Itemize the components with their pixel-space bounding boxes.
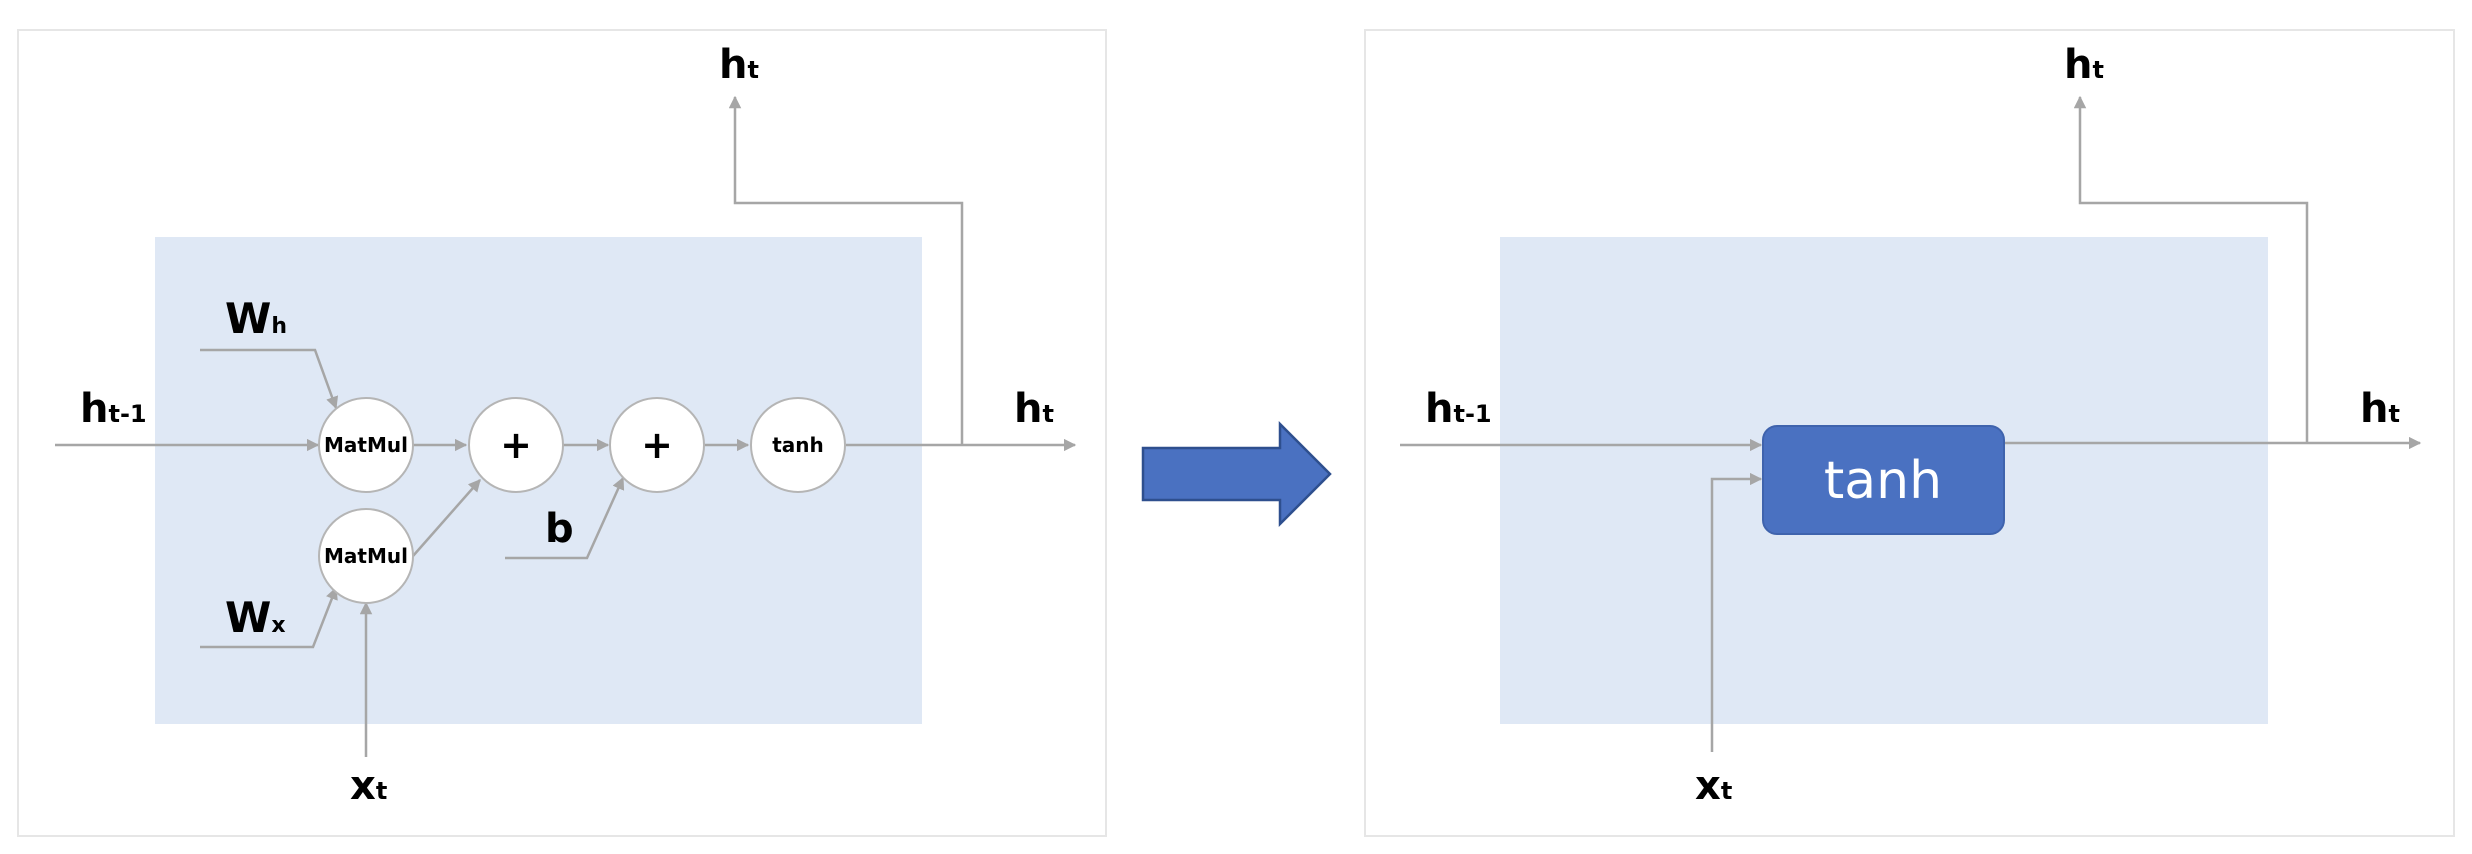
matmul-node-top: MatMul — [318, 397, 414, 493]
add-label-1: + — [500, 423, 532, 467]
tanh-block: tanh — [1762, 425, 2005, 535]
matmul-label-top: MatMul — [324, 433, 408, 457]
wire-wh-to-matmul — [200, 348, 339, 410]
matmul-node-bottom: MatMul — [318, 508, 414, 604]
label-h-t-right-right: ht — [2360, 386, 2400, 432]
left-panel: MatMul MatMul + + tanh ht-1 Wh Wx b xt h… — [17, 29, 1107, 837]
tanh-block-label: tanh — [1824, 451, 1942, 511]
label-x-t-right: xt — [1695, 763, 1732, 809]
label-w-x: Wx — [225, 593, 286, 642]
tanh-node-label: tanh — [772, 433, 824, 457]
matmul-label-bottom: MatMul — [324, 544, 408, 568]
tanh-node: tanh — [750, 397, 846, 493]
label-w-h: Wh — [225, 294, 287, 343]
label-h-prev-right: ht-1 — [1425, 386, 1492, 432]
wire-matmul2-to-add1 — [412, 479, 481, 557]
label-h-prev-left: ht-1 — [80, 386, 147, 432]
add-label-2: + — [641, 423, 673, 467]
transform-arrow — [1141, 420, 1332, 528]
right-panel: tanh ht-1 xt ht ht — [1364, 29, 2455, 837]
wire-wx-to-matmul — [200, 586, 338, 649]
add-node-2: + — [609, 397, 705, 493]
add-node-1: + — [468, 397, 564, 493]
wire-branch-to-htop-right — [2073, 95, 2309, 443]
wire-xt-to-tanh-right — [1710, 472, 1763, 752]
wire-b-to-add2 — [505, 476, 625, 560]
label-x-t-left: xt — [350, 763, 387, 809]
label-h-t-right-left: ht — [1014, 386, 1054, 432]
label-h-t-top-right: ht — [2064, 42, 2104, 88]
label-bias: b — [545, 506, 574, 552]
label-h-t-top-left: ht — [719, 42, 759, 88]
wire-branch-to-htop — [728, 95, 964, 445]
